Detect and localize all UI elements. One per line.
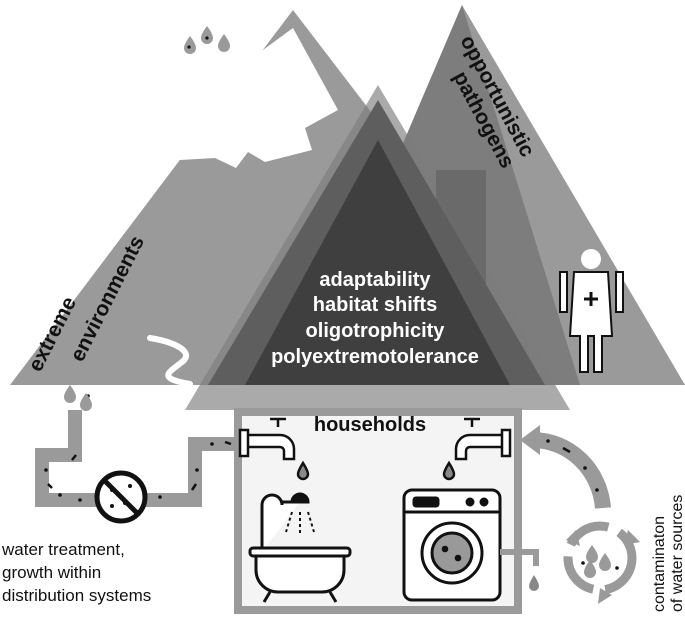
trait-oligotrophicity: oligotrophicity — [306, 320, 446, 342]
trait-habitat-shifts: habitat shifts — [313, 294, 437, 316]
svg-text:water treatment,: water treatment, — [1, 540, 125, 559]
distribution-pipe — [35, 385, 238, 507]
snow-cap — [145, 28, 338, 168]
shower-icon — [285, 511, 315, 534]
svg-text:distribution systems: distribution systems — [2, 586, 151, 605]
contamination-label: contaminaton of water sources — [651, 495, 685, 612]
trait-polyextremotolerance: polyextremotolerance — [271, 346, 479, 368]
contamination-arrow — [520, 425, 611, 510]
water-drop-icon — [184, 26, 230, 54]
washing-machine-icon — [402, 488, 539, 602]
recycle-arrows-icon — [563, 521, 640, 604]
households-label: households — [314, 414, 426, 436]
river-icon — [147, 335, 193, 387]
svg-text:contaminaton: contaminaton — [651, 516, 668, 612]
bathtub-icon — [248, 492, 352, 603]
faucet-icon — [442, 417, 512, 481]
person-medical-icon — [559, 249, 624, 373]
traits-overlap-darkest — [245, 140, 510, 385]
traits-list: adaptability habitat shifts oligotrophic… — [271, 269, 479, 368]
trait-adaptability: adaptability — [319, 269, 431, 291]
faucet-icon — [238, 417, 310, 481]
svg-text:of water sources: of water sources — [669, 495, 685, 612]
prohibited-bacteria-icon — [94, 470, 148, 524]
svg-text:growth within: growth within — [2, 563, 101, 582]
water-treatment-label: water treatment, growth within distribut… — [1, 540, 151, 605]
